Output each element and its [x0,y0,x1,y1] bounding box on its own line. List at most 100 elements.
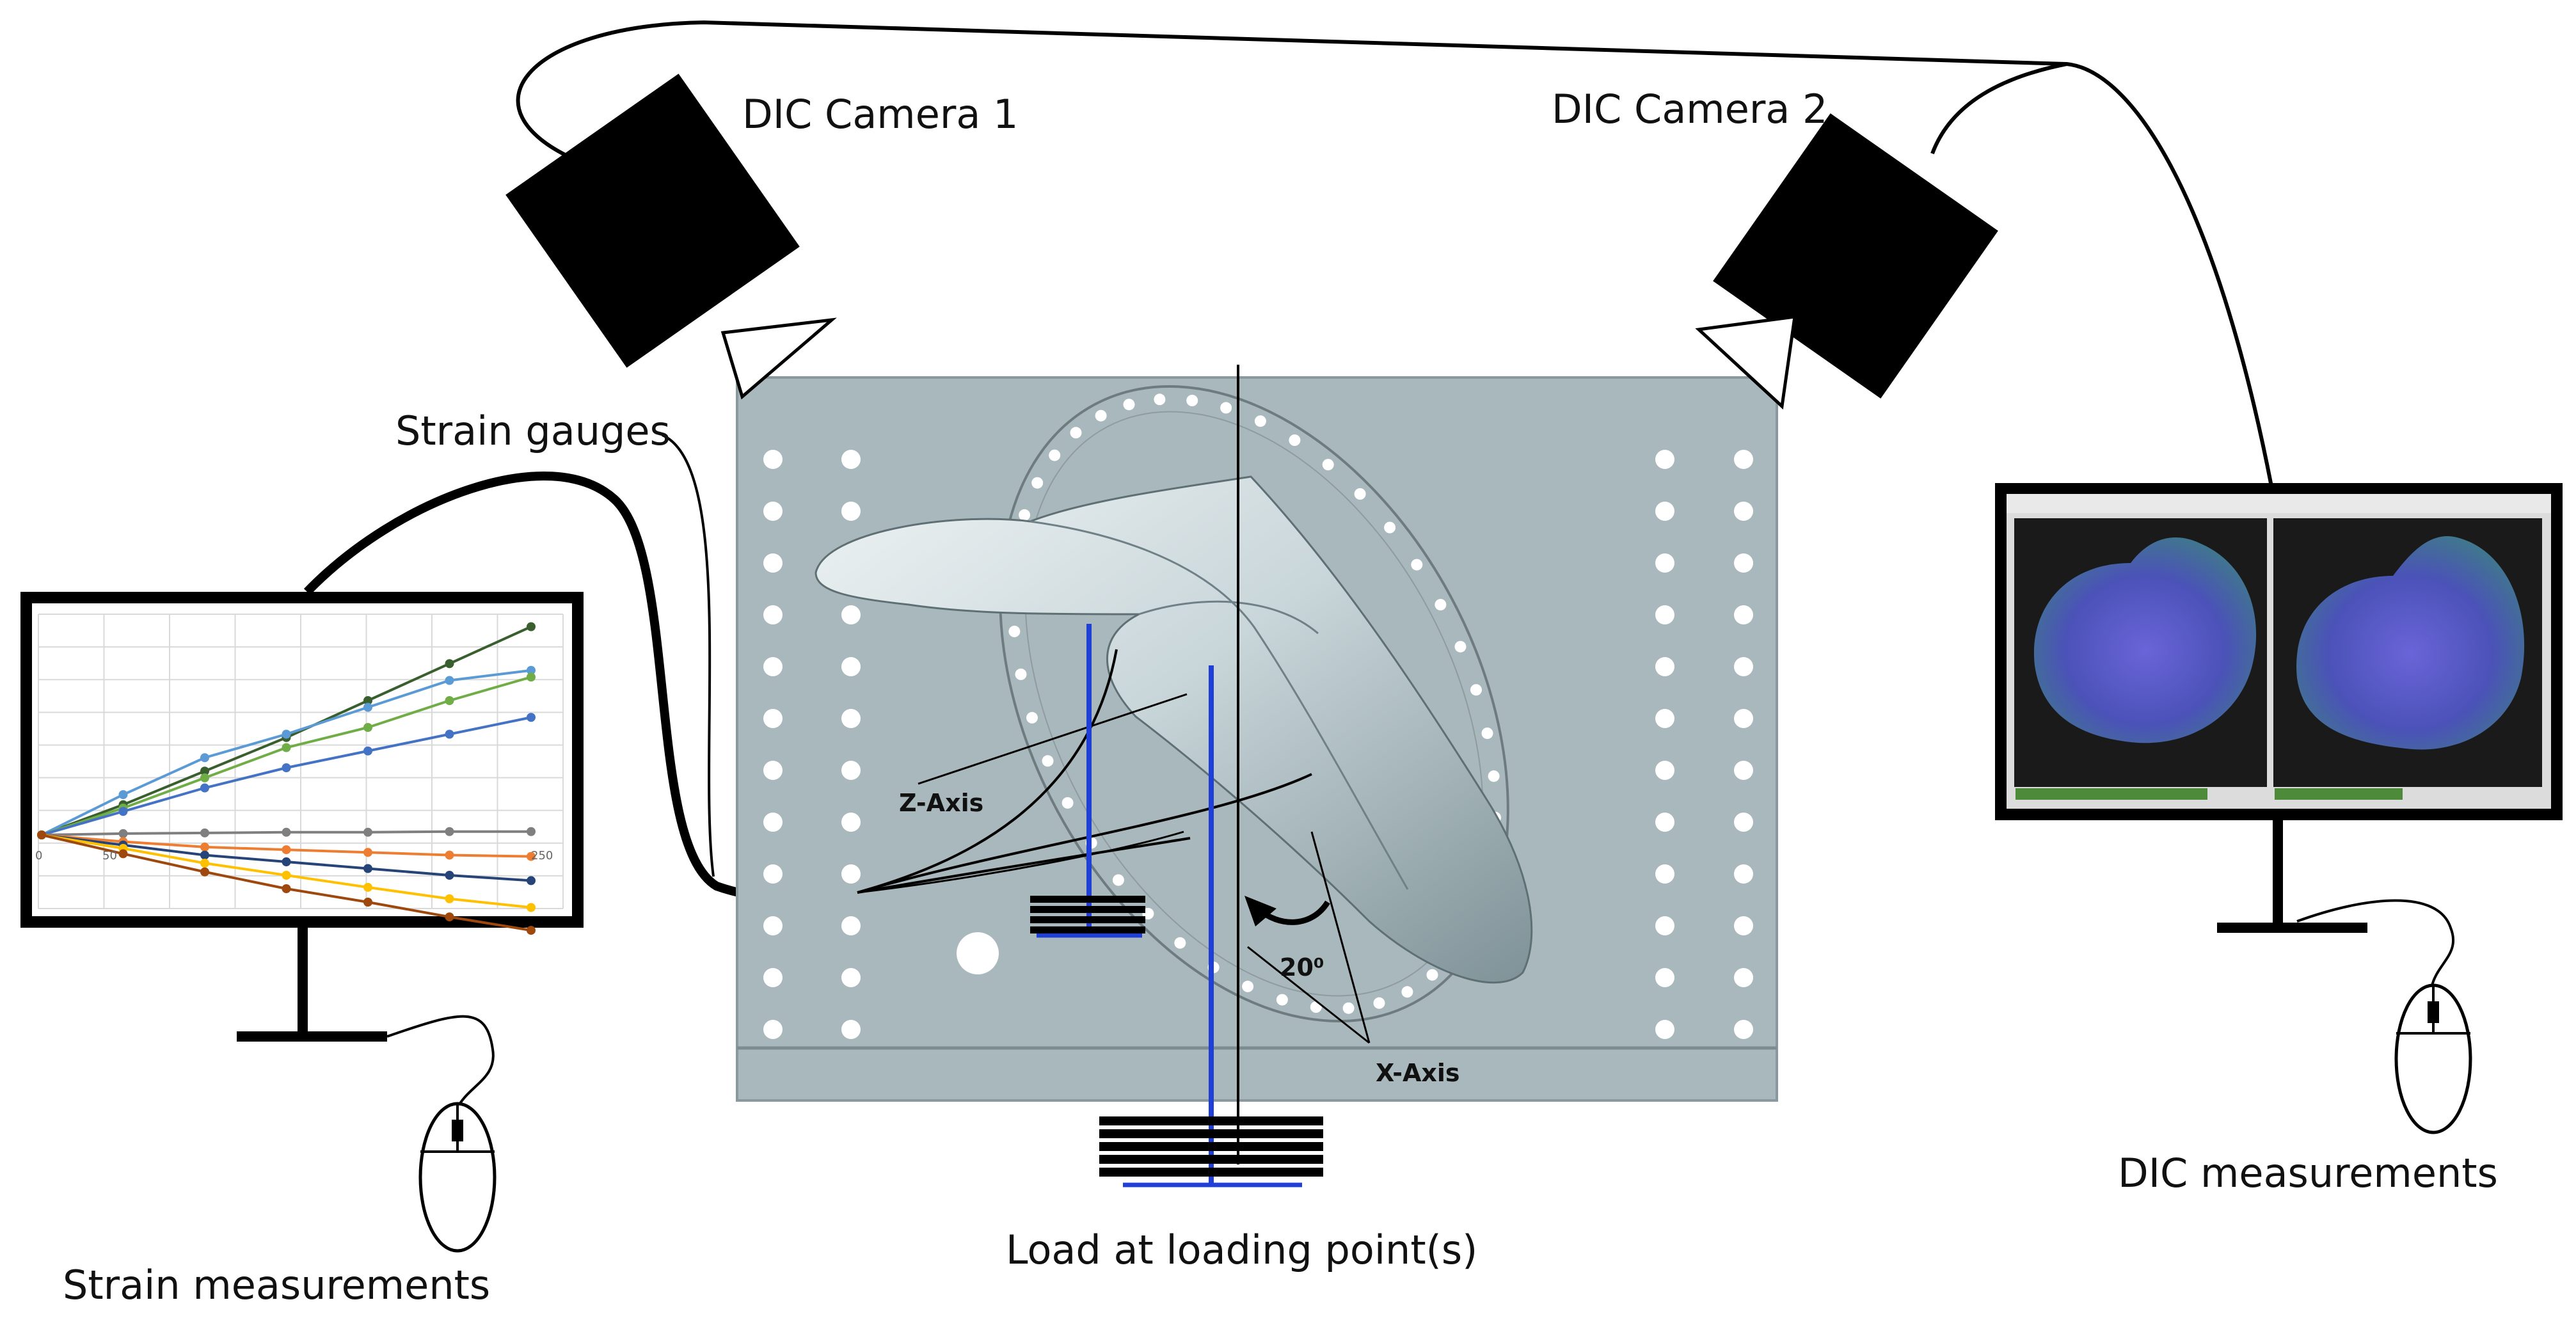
ellipse-hole [1112,874,1124,886]
strain-mouse-wheel [452,1120,463,1141]
plate-hole [841,968,861,987]
blade-root-face [1138,600,1319,635]
chart-point [118,829,128,838]
chart-point [37,830,46,839]
chart-point [118,807,128,816]
weight-plate [1099,1142,1323,1151]
plate-hole [763,968,783,987]
gauge-wire-1 [857,649,1118,894]
label-load: Load at loading point(s) [1006,1227,1477,1273]
ellipse-hole [1061,797,1074,809]
plate-hole [841,657,861,676]
dic-monitor-stand [2273,820,2283,926]
chart-point [363,746,372,756]
blade-specimen [815,475,1533,984]
ellipse-hole [1031,477,1044,489]
chart-point [445,827,454,836]
plate-hole [841,450,861,469]
weight-plate [1030,926,1145,933]
ellipse-hole [1019,509,1031,521]
ellipse-hole [1015,668,1027,680]
chart-point [527,852,536,861]
camera-1-body [505,74,800,368]
chart-point [527,665,536,675]
plate-hole [1734,761,1753,780]
plate-hole [1734,864,1753,884]
plate-hole [1655,709,1674,728]
ellipse-hole [1411,559,1423,571]
plate-hole [763,1020,783,1039]
chart-point [363,898,372,907]
dic-screen-toolbar [2007,494,2551,513]
chart-point [118,790,128,799]
ellipse-hole [1470,684,1482,696]
ellipse-hole [1384,521,1396,534]
chart-point [363,723,372,732]
dic-camera-2 [1695,113,1998,410]
camera2-cable [1930,62,2067,155]
weight-plate [1030,906,1145,913]
strain-monitor-stand [298,928,308,1033]
monitor-x-tick-start: 0 [35,849,42,862]
chart-point [282,871,291,880]
dic-mouse-wheel [2428,1001,2439,1023]
plate-hole [841,709,861,728]
dic-monitor [1995,483,2563,933]
ellipse-hole [1488,770,1500,782]
plate-hole [763,657,783,676]
plate-hole [763,502,783,521]
plate-hole [1655,1020,1674,1039]
z-axis-pointer [918,693,1188,785]
label-z-axis: Z-Axis [899,789,983,817]
label-strain-gauges: Strain gauges [395,408,671,454]
chart-point [282,763,291,772]
chart-point [282,729,291,739]
plate-hole [1655,968,1674,987]
plate-hole [1655,450,1674,469]
camera-cable-loop [516,20,2273,487]
strain-gauge-lead [662,434,715,877]
chart-point [445,850,454,860]
label-x-axis: X-Axis [1376,1059,1460,1087]
strain-mouse [418,1102,497,1253]
ellipse-hole [1026,711,1038,724]
label-dic-measurements: DIC measurements [2118,1150,2498,1196]
ellipse-hole [1174,937,1186,949]
plate-hole [763,553,783,573]
ellipse-hole [1220,402,1232,414]
chart-point [282,857,291,866]
rotation-arrowhead [1244,896,1276,926]
monitor-x-tick-mid: 50 [102,849,117,862]
chart-point [363,703,372,712]
weight-plate [1099,1168,1323,1177]
weight-stack-small [1030,896,1145,933]
ellipse-hole [1289,434,1301,446]
plate-hole [1655,553,1674,573]
camera-2-lens [1695,315,1797,410]
strain-monitor: 0 50 250 [20,592,584,1042]
chart-point [445,729,454,739]
chart-point [363,864,372,873]
plate-hole [1655,761,1674,780]
plate-hole [841,916,861,935]
chart-point [527,672,536,682]
dic-strain-map-left [2033,537,2257,743]
plate-hole [1734,916,1753,935]
chart-point [200,867,209,877]
plate-hole [763,761,783,780]
chart-point [363,882,372,892]
monitor-chart-series [37,622,536,935]
weight-plate [1030,896,1145,903]
ellipse-hole [1276,994,1288,1006]
dic-monitor-base [2217,923,2367,933]
chart-point [363,848,372,857]
ellipse-hole [1342,1002,1355,1014]
plate-hole [1734,813,1753,832]
gauge-wire-4 [857,830,1184,894]
chart-point [445,659,454,669]
chart-point [527,713,536,722]
label-dic-camera-2: DIC Camera 2 [1552,86,1828,132]
weight-plate [1099,1155,1323,1164]
ellipse-hole [1481,727,1493,740]
plate-hole [763,709,783,728]
